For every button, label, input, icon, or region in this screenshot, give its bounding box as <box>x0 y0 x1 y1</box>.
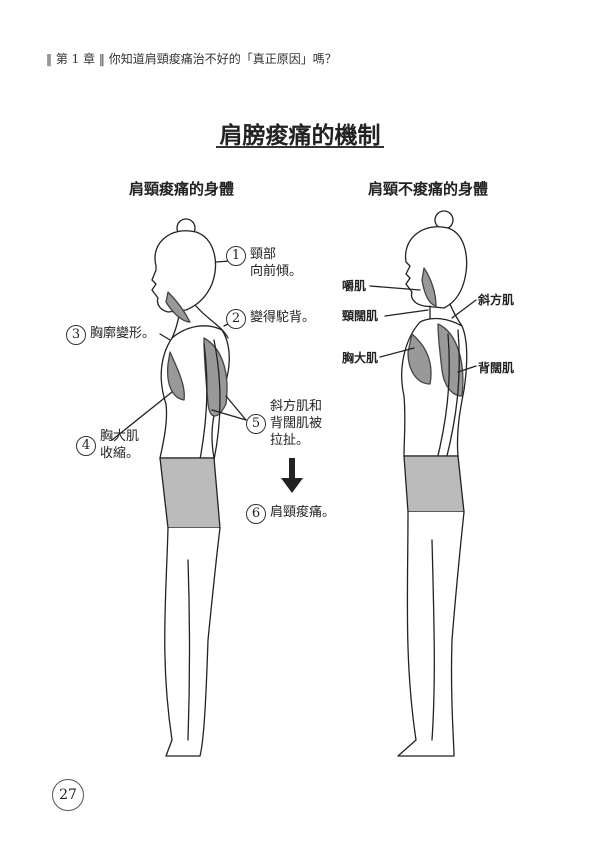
label-trapezius: 斜方肌 <box>478 293 515 307</box>
number-circle-5: 5 <box>246 414 266 434</box>
label-platysma: 頸闊肌 <box>342 309 379 323</box>
leader-chew <box>369 285 421 291</box>
number-circle-6: 6 <box>246 504 266 524</box>
leader-4 <box>111 391 173 441</box>
annotation-5: 5斜方肌和背闊肌被拉扯。 <box>246 398 322 449</box>
number-circle-3: 3 <box>66 325 86 345</box>
number-circle-1: 1 <box>226 246 246 266</box>
leader-5b <box>211 409 247 421</box>
leader-trap <box>451 299 477 319</box>
right-figure-subtitle: 肩頸不痠痛的身體 <box>368 180 489 198</box>
leader-pec <box>379 347 415 358</box>
leader-5a <box>225 395 247 421</box>
left-figure-subtitle: 肩頸痠痛的身體 <box>129 180 235 198</box>
number-circle-4: 4 <box>76 436 96 456</box>
figure-title: 肩膀痠痛的機制 <box>219 123 381 149</box>
label-masseter: 嚼肌 <box>342 279 367 293</box>
running-header: ‖ 第 1 章 ‖ 你知道肩頸痠痛治不好的「真正原因」嗎？ <box>46 52 337 66</box>
annotation-4: 4胸大肌收縮。 <box>76 428 139 462</box>
label-pectoralis: 胸大肌 <box>342 351 379 365</box>
label-latissimus: 背闊肌 <box>478 361 515 375</box>
title-underline <box>216 146 384 148</box>
leader-3 <box>159 333 171 341</box>
leader-lat <box>457 365 477 373</box>
number-circle-2: 2 <box>226 309 246 329</box>
right-figure-good-posture <box>397 210 468 757</box>
down-arrow-icon <box>281 458 303 493</box>
leader-neck <box>384 309 429 317</box>
left-figure-slouched <box>151 218 230 757</box>
page-number: 27 <box>52 779 84 811</box>
